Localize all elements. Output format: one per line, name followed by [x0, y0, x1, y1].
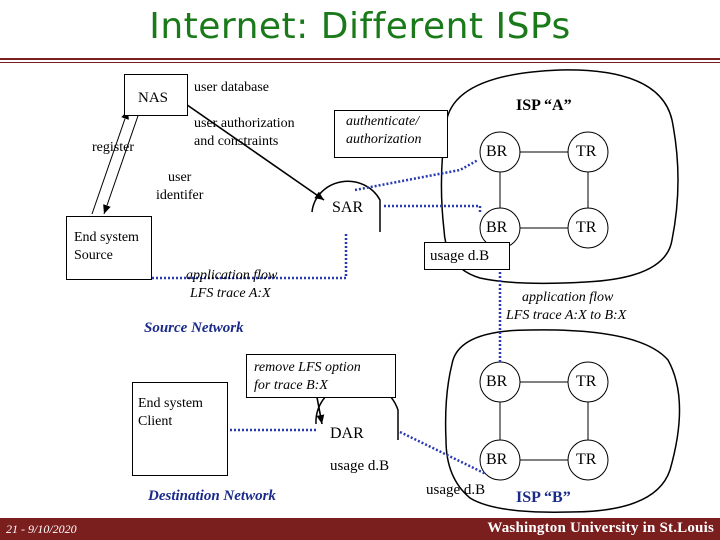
user-authorization-arrow — [179, 99, 325, 201]
footer-bar — [0, 518, 720, 540]
footer-brand: Washington University in St.Louis — [487, 520, 714, 536]
isp-a-label: ISP “A” — [516, 97, 572, 114]
nas-box — [124, 74, 188, 116]
app-flow-source-label-2: LFS trace A:X — [190, 286, 271, 301]
sar-label: SAR — [332, 199, 364, 216]
footer-page: 21 - 9/10/2020 — [6, 522, 77, 536]
end-system-source-box — [66, 216, 152, 280]
isp-b-tr-bottom-label: TR — [576, 451, 597, 468]
user-authorization-label-2: and constraints — [194, 134, 279, 149]
sar-to-isp-a-flow — [384, 204, 482, 212]
register-arrow — [91, 109, 129, 215]
isp-a-tr-top-label: TR — [576, 143, 597, 160]
authenticate-label-1: authenticate/ — [346, 114, 420, 129]
title-rule-thin — [0, 62, 720, 63]
user-identifier-label-2: identifer — [156, 188, 204, 203]
usage-db-a-box — [424, 242, 510, 270]
isp-b-br-top-label: BR — [486, 373, 508, 390]
user-authorization-label-1: user authorization — [194, 116, 295, 131]
remove-lfs-box — [246, 354, 396, 398]
remove-lfs-label-2: for trace B:X — [254, 378, 328, 393]
title-rule — [0, 58, 720, 60]
isp-b-to-dar-flow — [399, 430, 487, 476]
isp-a-br-top-label: BR — [486, 143, 508, 160]
end-system-source-label-1: End system — [74, 230, 139, 245]
nas-label: NAS — [138, 90, 169, 106]
isp-a-cloud — [440, 69, 679, 285]
isp-b-tr-top-label: TR — [576, 373, 597, 390]
auth-down-arrow — [103, 109, 141, 215]
isp-a-br-bottom-label: BR — [486, 219, 508, 236]
user-identifier-label-1: user — [168, 170, 192, 185]
authenticate-box — [334, 110, 448, 158]
slide-title: Internet: Different ISPs — [149, 6, 571, 47]
end-system-source-label-2: Source — [74, 248, 113, 263]
app-flow-source-label-1: application flow — [186, 268, 278, 283]
remove-lfs-label-1: remove LFS option — [254, 360, 361, 375]
isp-a-tr-bottom-label: TR — [576, 219, 597, 236]
authenticate-link — [354, 158, 479, 192]
app-flow-transit-label-1: application flow — [522, 290, 614, 305]
usage-db-dar-label: usage d.B — [330, 458, 390, 474]
source-to-sar-flow — [148, 232, 348, 280]
usage-db-a-label: usage d.B — [430, 248, 490, 264]
isp-b-br-bottom-label: BR — [486, 451, 508, 468]
usage-db-b-label: usage d.B — [426, 482, 486, 498]
isp-b-cloud — [444, 329, 681, 513]
dar-label: DAR — [330, 425, 364, 442]
end-system-client-label-1: End system — [138, 396, 203, 411]
destination-network-label: Destination Network — [148, 488, 276, 504]
user-database-label: user database — [194, 80, 270, 95]
source-network-label: Source Network — [144, 320, 244, 336]
end-system-client-label-2: Client — [138, 414, 173, 429]
app-flow-transit-label-2: LFS trace A:X to B:X — [506, 308, 627, 323]
sar-node — [311, 180, 381, 232]
register-label: register — [92, 140, 134, 155]
end-system-client-box — [132, 382, 228, 476]
authenticate-label-2: authorization — [346, 132, 422, 147]
isp-b-label: ISP “B” — [516, 489, 571, 506]
